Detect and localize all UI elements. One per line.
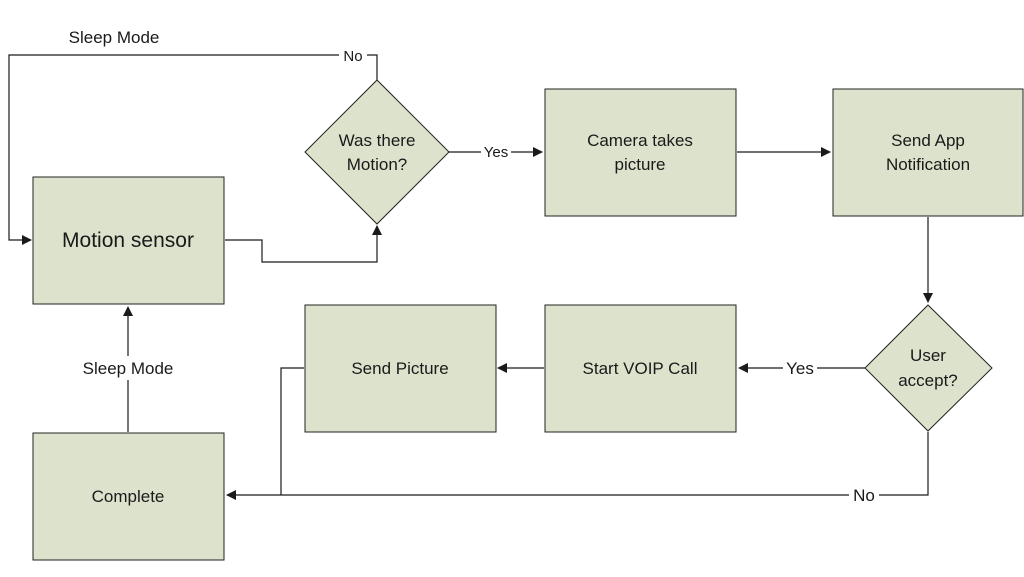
node-motion-decision: Was there Motion? [304, 79, 450, 225]
edge-no-to-complete [226, 432, 929, 500]
node-user-accept: User accept? [864, 304, 993, 432]
node-send-picture-label: Send Picture [351, 359, 448, 378]
node-user-accept-label-line1: User [910, 346, 946, 365]
node-camera-label-line1: Camera takes [587, 131, 693, 150]
node-camera-label-line2: picture [614, 155, 665, 174]
node-voip-label: Start VOIP Call [583, 359, 698, 378]
node-complete: Complete [32, 432, 225, 561]
node-complete-label: Complete [92, 487, 165, 506]
edge-label-sleep-mode-top: Sleep Mode [69, 28, 160, 47]
edge-label-no-top: No [343, 48, 362, 65]
edge-label-yes-user: Yes [786, 359, 814, 378]
node-notify-label-line2: Notification [886, 155, 970, 174]
edge-label-yes-motion: Yes [484, 144, 508, 161]
node-send-picture: Send Picture [304, 304, 497, 433]
node-notify-label-line1: Send App [891, 131, 965, 150]
node-motion-sensor: Motion sensor [32, 176, 225, 305]
node-notify: Send App Notification [832, 88, 1024, 217]
node-motion-decision-label-line1: Was there [339, 131, 416, 150]
edge-send-picture-to-complete [280, 367, 304, 495]
edge-no-sleep-loop [8, 54, 378, 245]
node-voip: Start VOIP Call [544, 304, 737, 433]
node-user-accept-label-line2: accept? [898, 371, 958, 390]
edge-label-no-bottom: No [853, 486, 875, 505]
edge-motion-sensor-to-decision [225, 225, 382, 263]
edge-label-sleep-mode-bottom: Sleep Mode [83, 359, 174, 378]
node-motion-sensor-label: Motion sensor [62, 229, 194, 252]
node-camera: Camera takes picture [544, 88, 737, 217]
node-motion-decision-label-line2: Motion? [347, 155, 407, 174]
